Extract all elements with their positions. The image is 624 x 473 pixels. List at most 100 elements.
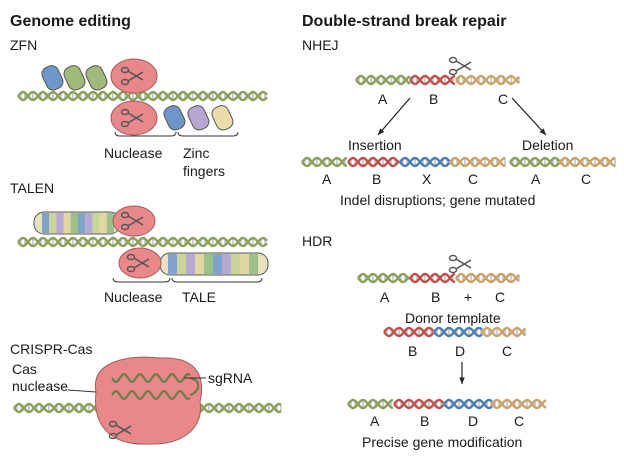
talen-nuclease-top-scissors-icon-blade [127,215,144,226]
deletion-dna-seg-0-strand [509,156,561,168]
hdr-label-b: B [431,289,440,305]
result-dna-seg-3 [491,398,547,410]
zfn-nuclease-top-scissors-icon-handle [120,78,130,86]
nhej-top-dna-seg-0-strand [355,74,411,86]
hdr-scissors-icon-handle [448,254,458,262]
talen-nuclease-bottom [118,247,162,279]
insertion-label: Insertion [348,137,402,153]
hdr-scissors-icon-blade [455,259,472,270]
hdr-title: HDR [302,233,332,249]
talen-nuclease-top-scissors-icon-blade [127,216,144,227]
talen-nuclease-bottom-scissors-icon-handle [126,253,136,261]
insertion-dna-seg-1-strand [347,156,400,168]
zfn-nuclease-top-scissors-icon-handle [120,66,130,74]
nhej-arrow-left-head [378,128,385,135]
talen-tale-bracket [171,277,263,283]
nhej-arrow-right-line [511,97,547,136]
talen-tale-label: TALE [182,289,216,305]
zfn-zinc-finger [63,65,86,91]
nhej-scissors-icon-blade [455,61,472,72]
zfn-zinc-finger [41,65,64,91]
tale-repeat-unit [85,213,93,233]
tale-repeat-unit [195,254,204,274]
zfn-zinc-finger [187,105,210,131]
zfn-zinc-finger [163,105,186,131]
result-label-b: B [420,413,429,429]
tale-repeat-unit [177,254,186,274]
talen-nuclease-bottom-scissors-icon-blade [133,257,150,268]
hdr-scissors-icon [448,254,472,274]
talen-nuclease-label: Nuclease [104,289,163,305]
hdr-top-dna-seg-2-strand [455,272,520,284]
hdr-top-dna-seg-1-strand [409,272,456,284]
zfn-nuclease-bottom-scissors-icon [120,108,144,128]
zfn-zinc-finger [211,105,234,131]
zfn-nuclease-bottom-scissors-icon-blade [127,112,144,123]
nhej-top-dna-seg-1-strand [409,74,456,86]
nhej-caption: Indel disruptions; gene mutated [340,192,535,208]
insertion-dna-seg-3-strand [449,156,506,168]
zfn-nuclease-label: Nuclease [104,145,163,161]
insertion-dna-seg-0-strand [301,156,348,168]
talen-dna-helix-strand [17,236,268,248]
zfn-zinc-finger [85,65,108,91]
tale-repeat-unit [92,213,100,233]
sgrna-loop [189,376,200,397]
talen-nuclease-bottom-scissors-icon-handle [126,265,136,273]
result-dna-seg-0-strand [347,398,394,410]
result-dna-seg-3-strand [491,398,547,410]
nhej-scissors-icon-handle [448,56,458,64]
hdr-arrow-down-head [459,377,465,384]
donor-label-c: C [502,343,512,359]
talen-nuclease-bracket [112,277,171,283]
donor-label-b: B [408,343,417,359]
result-dna-seg-0-strand [347,398,394,410]
talen-nuclease-top [112,205,156,237]
tale-repeat-unit [106,213,114,233]
insertion-label-x: X [422,171,432,187]
insertion-dna-seg-0 [301,156,348,168]
donor-template-label: Donor template [405,310,501,326]
tale-repeat-unit [240,254,249,274]
hdr-top-dna-seg-0-strand [357,272,410,284]
tale-repeat-unit [249,254,258,274]
result-dna-seg-0 [347,398,394,410]
crispr-scissors-icon-handle [108,420,118,428]
tale-repeat-unit [186,254,195,274]
nhej-arrow-left-line [377,97,411,136]
deletion-label-c: C [581,171,591,187]
hdr-top-dna-seg-2 [455,272,520,284]
zfn-dna-helix-strand [17,90,268,102]
tale-repeat-unit [222,254,231,274]
cas-label-line1: Cas [12,361,37,377]
nhej-top-dna-seg-1 [409,74,456,86]
result-label-d: D [468,413,478,429]
nhej-label-c: C [498,91,508,107]
zfn-zinc-label: Zinc [183,145,209,161]
result-dna-seg-1 [393,398,445,410]
tale-repeat-unit [70,213,78,233]
hdr-caption: Precise gene modification [362,434,522,450]
result-dna-seg-2 [443,398,493,410]
hdr-scissors-icon-handle [448,266,458,274]
sgrna-strand [111,372,191,384]
crispr-scissors-icon-handle [108,432,118,440]
tale-repeat-unit [99,213,107,233]
tale-repeat-unit [204,254,213,274]
hdr-label-plus: + [464,289,472,305]
tale-repeat-unit [42,213,50,233]
crispr-title: CRISPR-Cas [10,341,92,357]
zfn-nuclease-bracket [114,131,177,137]
donor-template-dna-seg-0 [383,326,435,338]
hdr-top-dna-seg-0-strand [357,272,410,284]
cas-label-line2: nuclease [12,378,68,394]
nhej-title: NHEJ [302,37,339,53]
zfn-nuclease-bottom [110,100,158,136]
zfn-zinc-bracket [177,131,239,137]
tale-repeat-unit [49,213,57,233]
talen-dna-helix [17,236,268,248]
zfn-nuclease-top-scissors-icon-blade [127,70,144,81]
nhej-top-dna-seg-0 [355,74,411,86]
talen-nuclease-bottom-scissors-icon [126,253,150,273]
insertion-dna-seg-1 [347,156,400,168]
